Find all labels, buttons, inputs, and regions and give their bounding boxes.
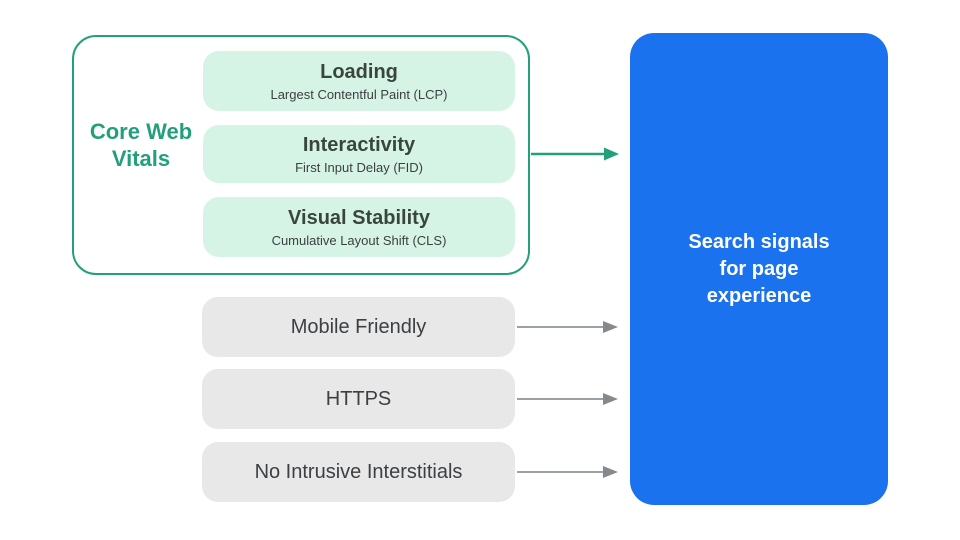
- cwv-item-loading: Loading Largest Contentful Paint (LCP): [203, 51, 515, 111]
- cwv-item-subtitle: Cumulative Layout Shift (CLS): [271, 232, 447, 248]
- green-arrow-icon: [531, 147, 619, 161]
- cwv-item-subtitle: First Input Delay (FID): [295, 159, 423, 175]
- signal-label: Mobile Friendly: [290, 315, 427, 338]
- search-signals-panel: Search signals for page experience: [630, 33, 888, 505]
- signal-mobile-friendly: Mobile Friendly: [202, 297, 515, 357]
- search-signals-label: Search signals for page experience: [688, 230, 830, 307]
- gray-arrow-icon-mobile-friendly: [517, 321, 618, 333]
- cwv-item-title: Interactivity: [302, 133, 416, 156]
- signal-https: HTTPS: [202, 369, 515, 429]
- gray-arrow-icon-no-intrusive-interstitials: [517, 466, 618, 478]
- cwv-item-title: Visual Stability: [288, 206, 430, 229]
- cwv-item-title: Loading: [320, 60, 398, 83]
- gray-arrow-icon-https: [517, 393, 618, 405]
- signal-no-intrusive-interstitials: No Intrusive Interstitials: [202, 442, 515, 502]
- signal-label: HTTPS: [325, 387, 392, 410]
- cwv-item-visual-stability: Visual Stability Cumulative Layout Shift…: [203, 197, 515, 257]
- cwv-item-subtitle: Largest Contentful Paint (LCP): [270, 86, 448, 102]
- core-web-vitals-label: Core Web Vitals: [89, 119, 193, 171]
- signal-label: No Intrusive Interstitials: [254, 460, 463, 483]
- cwv-item-interactivity: Interactivity First Input Delay (FID): [203, 125, 515, 183]
